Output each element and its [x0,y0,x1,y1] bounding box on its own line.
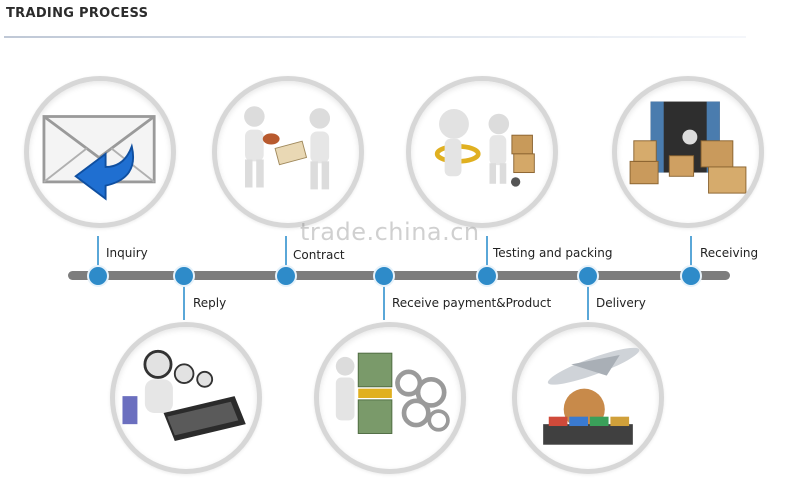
timeline-node-delivery [577,265,599,287]
money-gears-icon [335,352,450,434]
timeline-node-receiving [680,265,702,287]
inspection-packing-icon [434,109,535,187]
plane-ship-globe-icon [543,347,640,445]
connector-reply [183,284,185,320]
payment-product-illustration [314,322,466,474]
timeline-node-reply [173,265,195,287]
timeline-node-inquiry [87,265,109,287]
reply-illustration [110,322,262,474]
step-label-payment: Receive payment&Product [392,296,552,310]
watermark-text: trade.china.cn [300,218,480,246]
testing-packing-illustration [406,76,558,228]
step-label-receiving: Receiving [700,246,759,260]
inquiry-illustration [24,76,176,228]
connector-delivery [587,284,589,320]
step-label-delivery: Delivery [596,296,646,310]
receiving-illustration [612,76,764,228]
connector-testing [486,236,488,268]
timeline-node-testing [476,265,498,287]
timeline-node-contract [275,265,297,287]
step-label-testing: Testing and packing [493,246,613,260]
handshake-contract-icon [244,106,331,190]
step-label-inquiry: Inquiry [106,246,148,260]
title-divider [4,36,746,38]
container-boxes-icon [629,101,747,194]
page-title: TRADING PROCESS [6,6,149,21]
contract-illustration [212,76,364,228]
timeline-node-payment [373,265,395,287]
connector-receiving [690,236,692,268]
connector-payment [383,284,385,320]
step-label-reply: Reply [193,296,227,310]
step-label-contract: Contract [293,248,345,262]
connector-inquiry [97,236,99,268]
timeline-bar [68,271,730,280]
customer-service-icon [122,349,246,441]
connector-contract [285,236,287,268]
envelope-reply-icon [42,115,156,201]
delivery-illustration [512,322,664,474]
